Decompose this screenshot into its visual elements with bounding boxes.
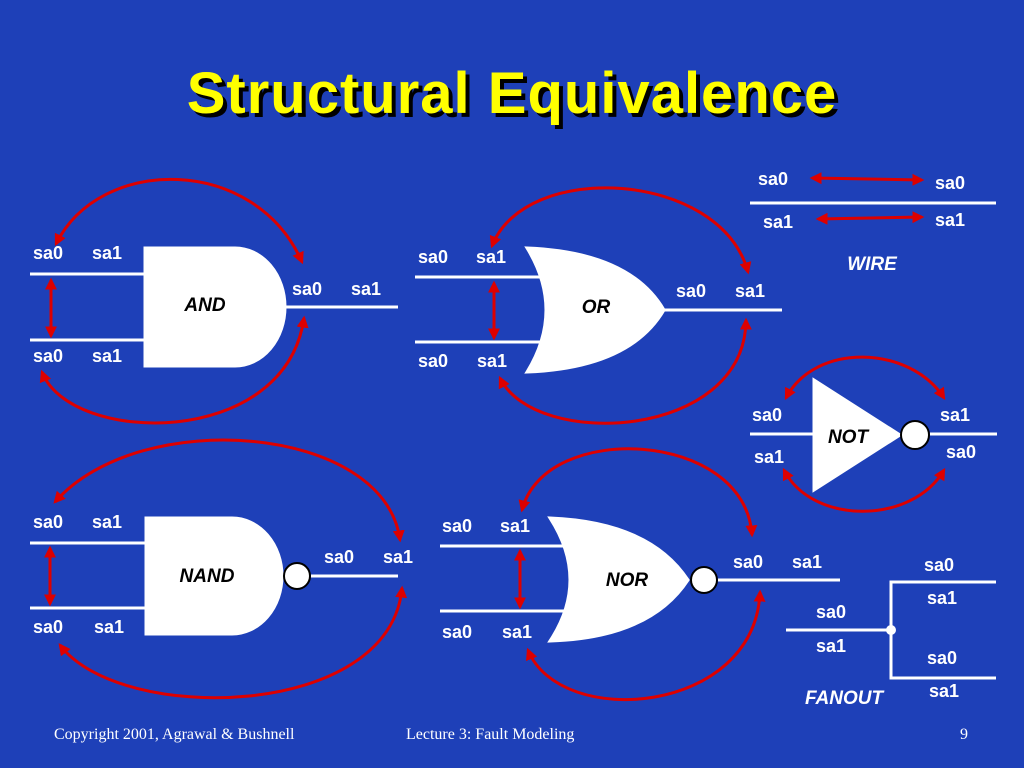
slide-title: Structural Equivalence bbox=[186, 61, 838, 126]
and-out-sa0: sa0 bbox=[292, 279, 322, 299]
and-in2-sa1: sa1 bbox=[92, 346, 122, 366]
not-gate-name: NOT bbox=[828, 427, 870, 448]
wire-right-sa0: sa0 bbox=[935, 173, 965, 193]
nand-out-sa0: sa0 bbox=[324, 547, 354, 567]
nor-gate-group: NOR sa0 sa1 sa0 sa1 sa0 sa1 bbox=[440, 447, 840, 701]
nor-bottom-equivalence-arrow bbox=[526, 589, 766, 701]
wire-sa0-equivalence-arrow bbox=[809, 172, 925, 186]
nand-gate-group: NAND sa0 sa1 sa0 sa1 sa0 sa1 bbox=[30, 438, 413, 700]
nand-top-equivalence-arrow bbox=[53, 438, 405, 543]
or-top-equivalence-arrow bbox=[489, 186, 752, 275]
nor-in2-sa1: sa1 bbox=[502, 622, 532, 642]
nand-in1-sa0: sa0 bbox=[33, 512, 63, 532]
or-bottom-equivalence-arrow bbox=[498, 317, 752, 425]
nand-in2-sa0: sa0 bbox=[33, 617, 63, 637]
fanout-branch2-sa0: sa0 bbox=[927, 648, 957, 668]
not-bottom-equivalence-arrow bbox=[782, 467, 946, 513]
and-in1-sa0: sa0 bbox=[33, 243, 63, 263]
not-in-sa0: sa0 bbox=[752, 405, 782, 425]
or-in2-sa1: sa1 bbox=[477, 351, 507, 371]
and-in1-sa1: sa1 bbox=[92, 243, 122, 263]
or-out-sa0: sa0 bbox=[676, 281, 706, 301]
not-out-sa1: sa1 bbox=[940, 405, 970, 425]
fanout-branch1-sa1: sa1 bbox=[927, 588, 957, 608]
nor-top-equivalence-arrow bbox=[518, 447, 758, 538]
nor-in1-sa0: sa0 bbox=[442, 516, 472, 536]
fanout-stem-sa1: sa1 bbox=[816, 636, 846, 656]
nand-gate-name: NAND bbox=[180, 566, 235, 587]
wire-caption: WIRE bbox=[847, 254, 898, 275]
fanout-group: sa0 sa1 sa0 sa1 sa0 sa1 FANOUT bbox=[786, 555, 996, 709]
and-in2-sa0: sa0 bbox=[33, 346, 63, 366]
fanout-stem-sa0: sa0 bbox=[816, 602, 846, 622]
nand-in2-sa1: sa1 bbox=[94, 617, 124, 637]
footer-lecture: Lecture 3: Fault Modeling bbox=[406, 726, 575, 743]
and-bottom-equivalence-arrow bbox=[39, 315, 309, 425]
or-in1-sa0: sa0 bbox=[418, 247, 448, 267]
fanout-branch1-sa0: sa0 bbox=[924, 555, 954, 575]
or-in1-sa1: sa1 bbox=[476, 247, 506, 267]
wire-left-sa0: sa0 bbox=[758, 169, 788, 189]
footer-copyright: Copyright 2001, Agrawal & Bushnell bbox=[54, 726, 295, 743]
nand-inversion-bubble bbox=[283, 562, 311, 590]
and-out-sa1: sa1 bbox=[351, 279, 381, 299]
and-top-equivalence-arrow bbox=[54, 178, 304, 265]
nor-in2-sa0: sa0 bbox=[442, 622, 472, 642]
not-gate-symbol bbox=[812, 377, 903, 493]
or-in2-sa0: sa0 bbox=[418, 351, 448, 371]
or-gate-group: OR sa0 sa1 sa0 sa1 sa0 sa1 bbox=[415, 186, 782, 425]
fanout-branch2-sa1: sa1 bbox=[929, 681, 959, 701]
wire-group: sa0 sa1 sa0 sa1 WIRE bbox=[750, 169, 996, 275]
nor-gate-name: NOR bbox=[606, 570, 649, 591]
nor-out-sa1: sa1 bbox=[792, 552, 822, 572]
nand-out-sa1: sa1 bbox=[383, 547, 413, 567]
not-in-sa1: sa1 bbox=[754, 447, 784, 467]
or-out-sa1: sa1 bbox=[735, 281, 765, 301]
wire-sa1-equivalence-arrow bbox=[815, 211, 925, 225]
and-gate-group: AND sa0 sa1 sa0 sa1 sa0 sa1 bbox=[30, 178, 398, 425]
wire-right-sa1: sa1 bbox=[935, 210, 965, 230]
nor-inversion-bubble bbox=[690, 566, 718, 594]
not-inversion-bubble bbox=[900, 420, 930, 450]
wire-left-sa1: sa1 bbox=[763, 212, 793, 232]
not-gate-group: NOT sa0 sa1 sa1 sa0 bbox=[750, 355, 997, 513]
footer-page-number: 9 bbox=[960, 726, 968, 743]
nor-out-sa0: sa0 bbox=[733, 552, 763, 572]
not-top-equivalence-arrow bbox=[784, 355, 946, 401]
nand-bottom-equivalence-arrow bbox=[58, 585, 408, 700]
nand-in1-sa1: sa1 bbox=[92, 512, 122, 532]
fanout-caption: FANOUT bbox=[805, 688, 885, 709]
and-gate-name: AND bbox=[183, 295, 225, 316]
not-out-sa0: sa0 bbox=[946, 442, 976, 462]
fanout-junction-dot bbox=[886, 625, 896, 635]
nor-in1-sa1: sa1 bbox=[500, 516, 530, 536]
or-gate-name: OR bbox=[582, 297, 611, 318]
